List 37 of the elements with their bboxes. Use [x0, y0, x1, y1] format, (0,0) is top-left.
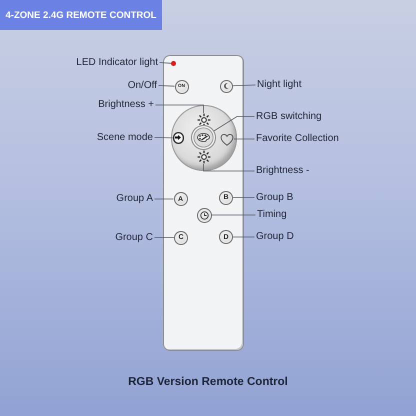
callout-label: Brightness +: [98, 99, 154, 111]
round-button: [172, 132, 184, 144]
callout-label: Group A: [116, 193, 153, 205]
round-button: [191, 125, 216, 150]
leader-line: [232, 236, 255, 238]
leader-line: [232, 84, 256, 86]
leader-line: [234, 138, 255, 140]
heart-icon: [220, 132, 234, 146]
leader-line: [154, 237, 174, 238]
callout-label: Brightness -: [256, 165, 310, 177]
leader-line: [159, 62, 172, 64]
callout-label: Group C: [115, 232, 153, 244]
callout-label: Scene mode: [96, 132, 153, 144]
indicator-light-icon: [171, 61, 176, 66]
callout-label: Group B: [256, 192, 294, 204]
leader-line: [154, 137, 174, 138]
leader-line: [203, 164, 255, 172]
caption: RGB Version Remote Control: [128, 376, 288, 388]
callout-label: Timing: [257, 209, 287, 221]
remote-body: [163, 55, 244, 351]
leader-line: [158, 85, 175, 87]
leader-line: [211, 214, 256, 216]
leader-line: [155, 104, 204, 114]
callout-label: LED Indicator light: [76, 56, 158, 68]
callout-label: Favorite Collection: [256, 133, 339, 145]
title-banner: 4-ZONE 2.4G REMOTE CONTROL: [0, 0, 162, 30]
leader-line: [154, 198, 174, 200]
callout-label: Night light: [257, 79, 302, 91]
control-dial: [171, 105, 237, 171]
sun-icon: [196, 150, 210, 164]
callout-label: On/Off: [128, 80, 157, 92]
round-button: [196, 208, 212, 222]
callout-label: RGB switching: [256, 110, 322, 122]
callout-label: Group D: [256, 231, 294, 243]
round-button: [220, 80, 232, 92]
leader-line: [232, 197, 255, 198]
leader-line: [214, 116, 255, 132]
